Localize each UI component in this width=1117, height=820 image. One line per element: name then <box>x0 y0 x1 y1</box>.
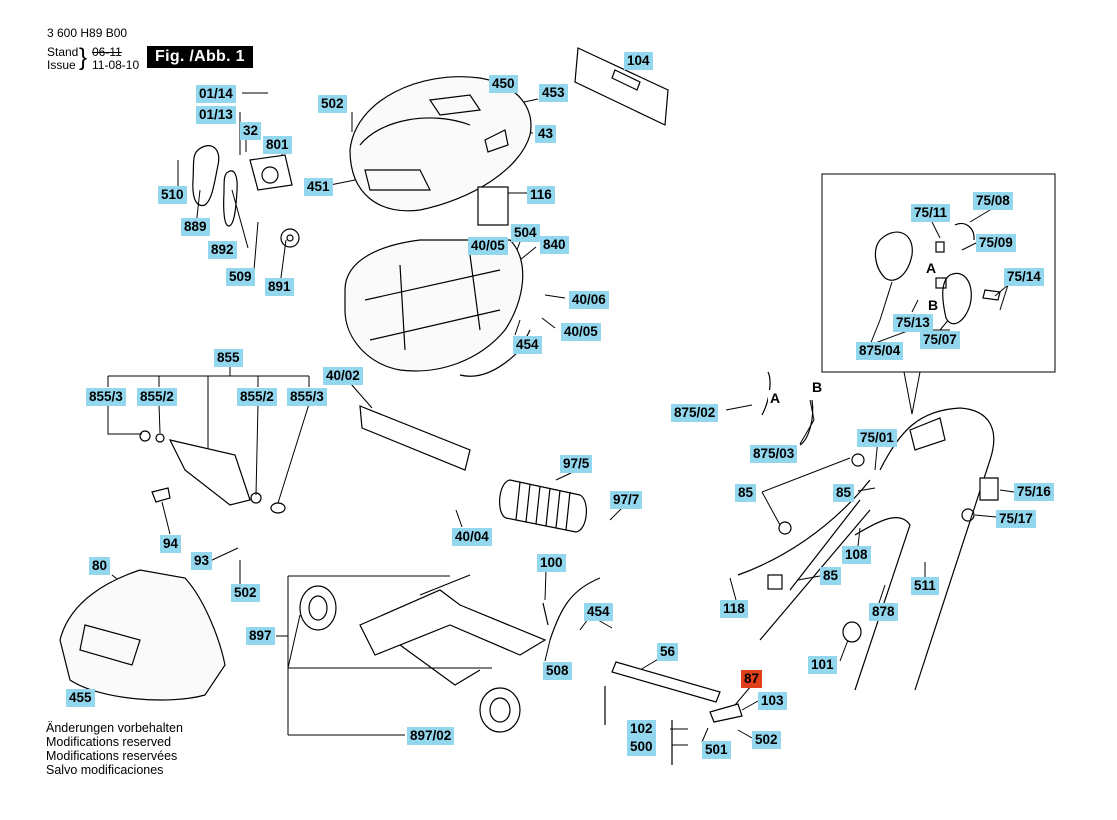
part-label-502c[interactable]: 502 <box>752 731 781 749</box>
part-label-855-3a[interactable]: 855/3 <box>86 388 126 406</box>
part-label-801[interactable]: 801 <box>263 136 292 154</box>
part-label-855-2b[interactable]: 855/2 <box>237 388 277 406</box>
part-label-85b[interactable]: 85 <box>833 484 855 502</box>
part-label-94[interactable]: 94 <box>160 535 182 553</box>
part-label-116[interactable]: 116 <box>527 186 555 204</box>
part-label-97-5[interactable]: 97/5 <box>560 455 593 473</box>
part-label-100[interactable]: 100 <box>537 554 566 572</box>
part-label-104[interactable]: 104 <box>624 52 653 70</box>
part-label-80[interactable]: 80 <box>89 557 111 575</box>
part-label-892[interactable]: 892 <box>208 241 237 259</box>
part-label-102[interactable]: 102 <box>627 720 656 738</box>
document-number: 3 600 H89 B00 <box>47 26 128 40</box>
part-label-108[interactable]: 108 <box>842 546 871 564</box>
part-label-889[interactable]: 889 <box>181 218 210 236</box>
part-label-510[interactable]: 510 <box>158 186 187 204</box>
part-label-101[interactable]: 101 <box>808 656 837 674</box>
part-label-43[interactable]: 43 <box>535 125 557 143</box>
part-label-85c[interactable]: 85 <box>820 567 842 585</box>
part-label-75-17[interactable]: 75/17 <box>996 510 1036 528</box>
part-label-75-14[interactable]: 75/14 <box>1004 268 1044 286</box>
part-label-40-06[interactable]: 40/06 <box>569 291 609 309</box>
part-label-118[interactable]: 118 <box>720 600 748 618</box>
part-label-85a[interactable]: 85 <box>735 484 757 502</box>
part-label-897-02[interactable]: 897/02 <box>407 727 455 745</box>
part-label-502b[interactable]: 502 <box>231 584 260 602</box>
part-label-451[interactable]: 451 <box>304 178 333 196</box>
part-label-502a[interactable]: 502 <box>318 95 347 113</box>
detail-letter-b-box: B <box>926 297 941 313</box>
part-label-97-7[interactable]: 97/7 <box>610 491 643 509</box>
part-label-508[interactable]: 508 <box>543 662 572 680</box>
part-label-40-04[interactable]: 40/04 <box>452 528 492 546</box>
stand-label: Stand <box>47 45 79 59</box>
note-line-de: Änderungen vorbehalten <box>46 721 183 735</box>
figure-label: Fig. /Abb. 1 <box>147 46 253 68</box>
part-label-103[interactable]: 103 <box>758 692 787 710</box>
detail-letter-a-box: A <box>924 260 939 276</box>
part-label-891[interactable]: 891 <box>265 278 294 296</box>
part-label-511[interactable]: 511 <box>911 577 939 595</box>
part-label-32[interactable]: 32 <box>240 122 262 140</box>
part-label-75-08[interactable]: 75/08 <box>973 192 1013 210</box>
part-label-855-2a[interactable]: 855/2 <box>137 388 177 406</box>
modification-notes: Änderungen vorbehalten Modifications res… <box>46 721 183 777</box>
issue-date: 11-08-10 <box>92 58 140 72</box>
note-line-es: Salvo modificaciones <box>46 763 164 777</box>
part-label-453[interactable]: 453 <box>539 84 568 102</box>
part-label-855-3b[interactable]: 855/3 <box>287 388 327 406</box>
part-label-450[interactable]: 450 <box>489 75 518 93</box>
part-label-75-16[interactable]: 75/16 <box>1014 483 1054 501</box>
part-label-454b[interactable]: 454 <box>584 603 613 621</box>
part-label-75-07[interactable]: 75/07 <box>920 331 960 349</box>
part-label-75-11[interactable]: 75/11 <box>911 204 951 222</box>
part-label-509[interactable]: 509 <box>226 268 255 286</box>
part-label-40-05a[interactable]: 40/05 <box>468 237 508 255</box>
part-label-878[interactable]: 878 <box>869 603 898 621</box>
detail-letter-a: A <box>768 390 783 406</box>
note-line-en: Modifications reserved <box>46 735 172 749</box>
part-label-875-04[interactable]: 875/04 <box>856 342 904 360</box>
part-label-855[interactable]: 855 <box>214 349 243 367</box>
old-stand-date: 06-11 <box>92 45 122 59</box>
part-label-875-03[interactable]: 875/03 <box>750 445 798 463</box>
part-label-840[interactable]: 840 <box>540 236 569 254</box>
part-label-56[interactable]: 56 <box>657 643 679 661</box>
note-line-fr: Modifications reservées <box>46 749 178 763</box>
part-label-875-02[interactable]: 875/02 <box>671 404 719 422</box>
part-label-501[interactable]: 501 <box>702 741 731 759</box>
part-label-897[interactable]: 897 <box>246 627 275 645</box>
part-label-455[interactable]: 455 <box>66 689 95 707</box>
part-label-454a[interactable]: 454 <box>513 336 542 354</box>
part-label-40-02[interactable]: 40/02 <box>323 367 363 385</box>
part-label-01-14[interactable]: 01/14 <box>196 85 236 103</box>
part-label-75-09[interactable]: 75/09 <box>976 234 1016 252</box>
part-label-87[interactable]: 87 <box>741 670 763 688</box>
brace: } <box>79 44 88 71</box>
part-label-504[interactable]: 504 <box>511 224 540 242</box>
part-label-75-13[interactable]: 75/13 <box>893 314 933 332</box>
part-label-75-01[interactable]: 75/01 <box>857 429 897 447</box>
part-label-01-13[interactable]: 01/13 <box>196 106 236 124</box>
part-label-40-05b[interactable]: 40/05 <box>561 323 601 341</box>
part-label-93[interactable]: 93 <box>191 552 213 570</box>
issue-label: Issue <box>47 58 76 72</box>
part-label-500[interactable]: 500 <box>627 738 656 756</box>
detail-letter-b: B <box>810 379 825 395</box>
